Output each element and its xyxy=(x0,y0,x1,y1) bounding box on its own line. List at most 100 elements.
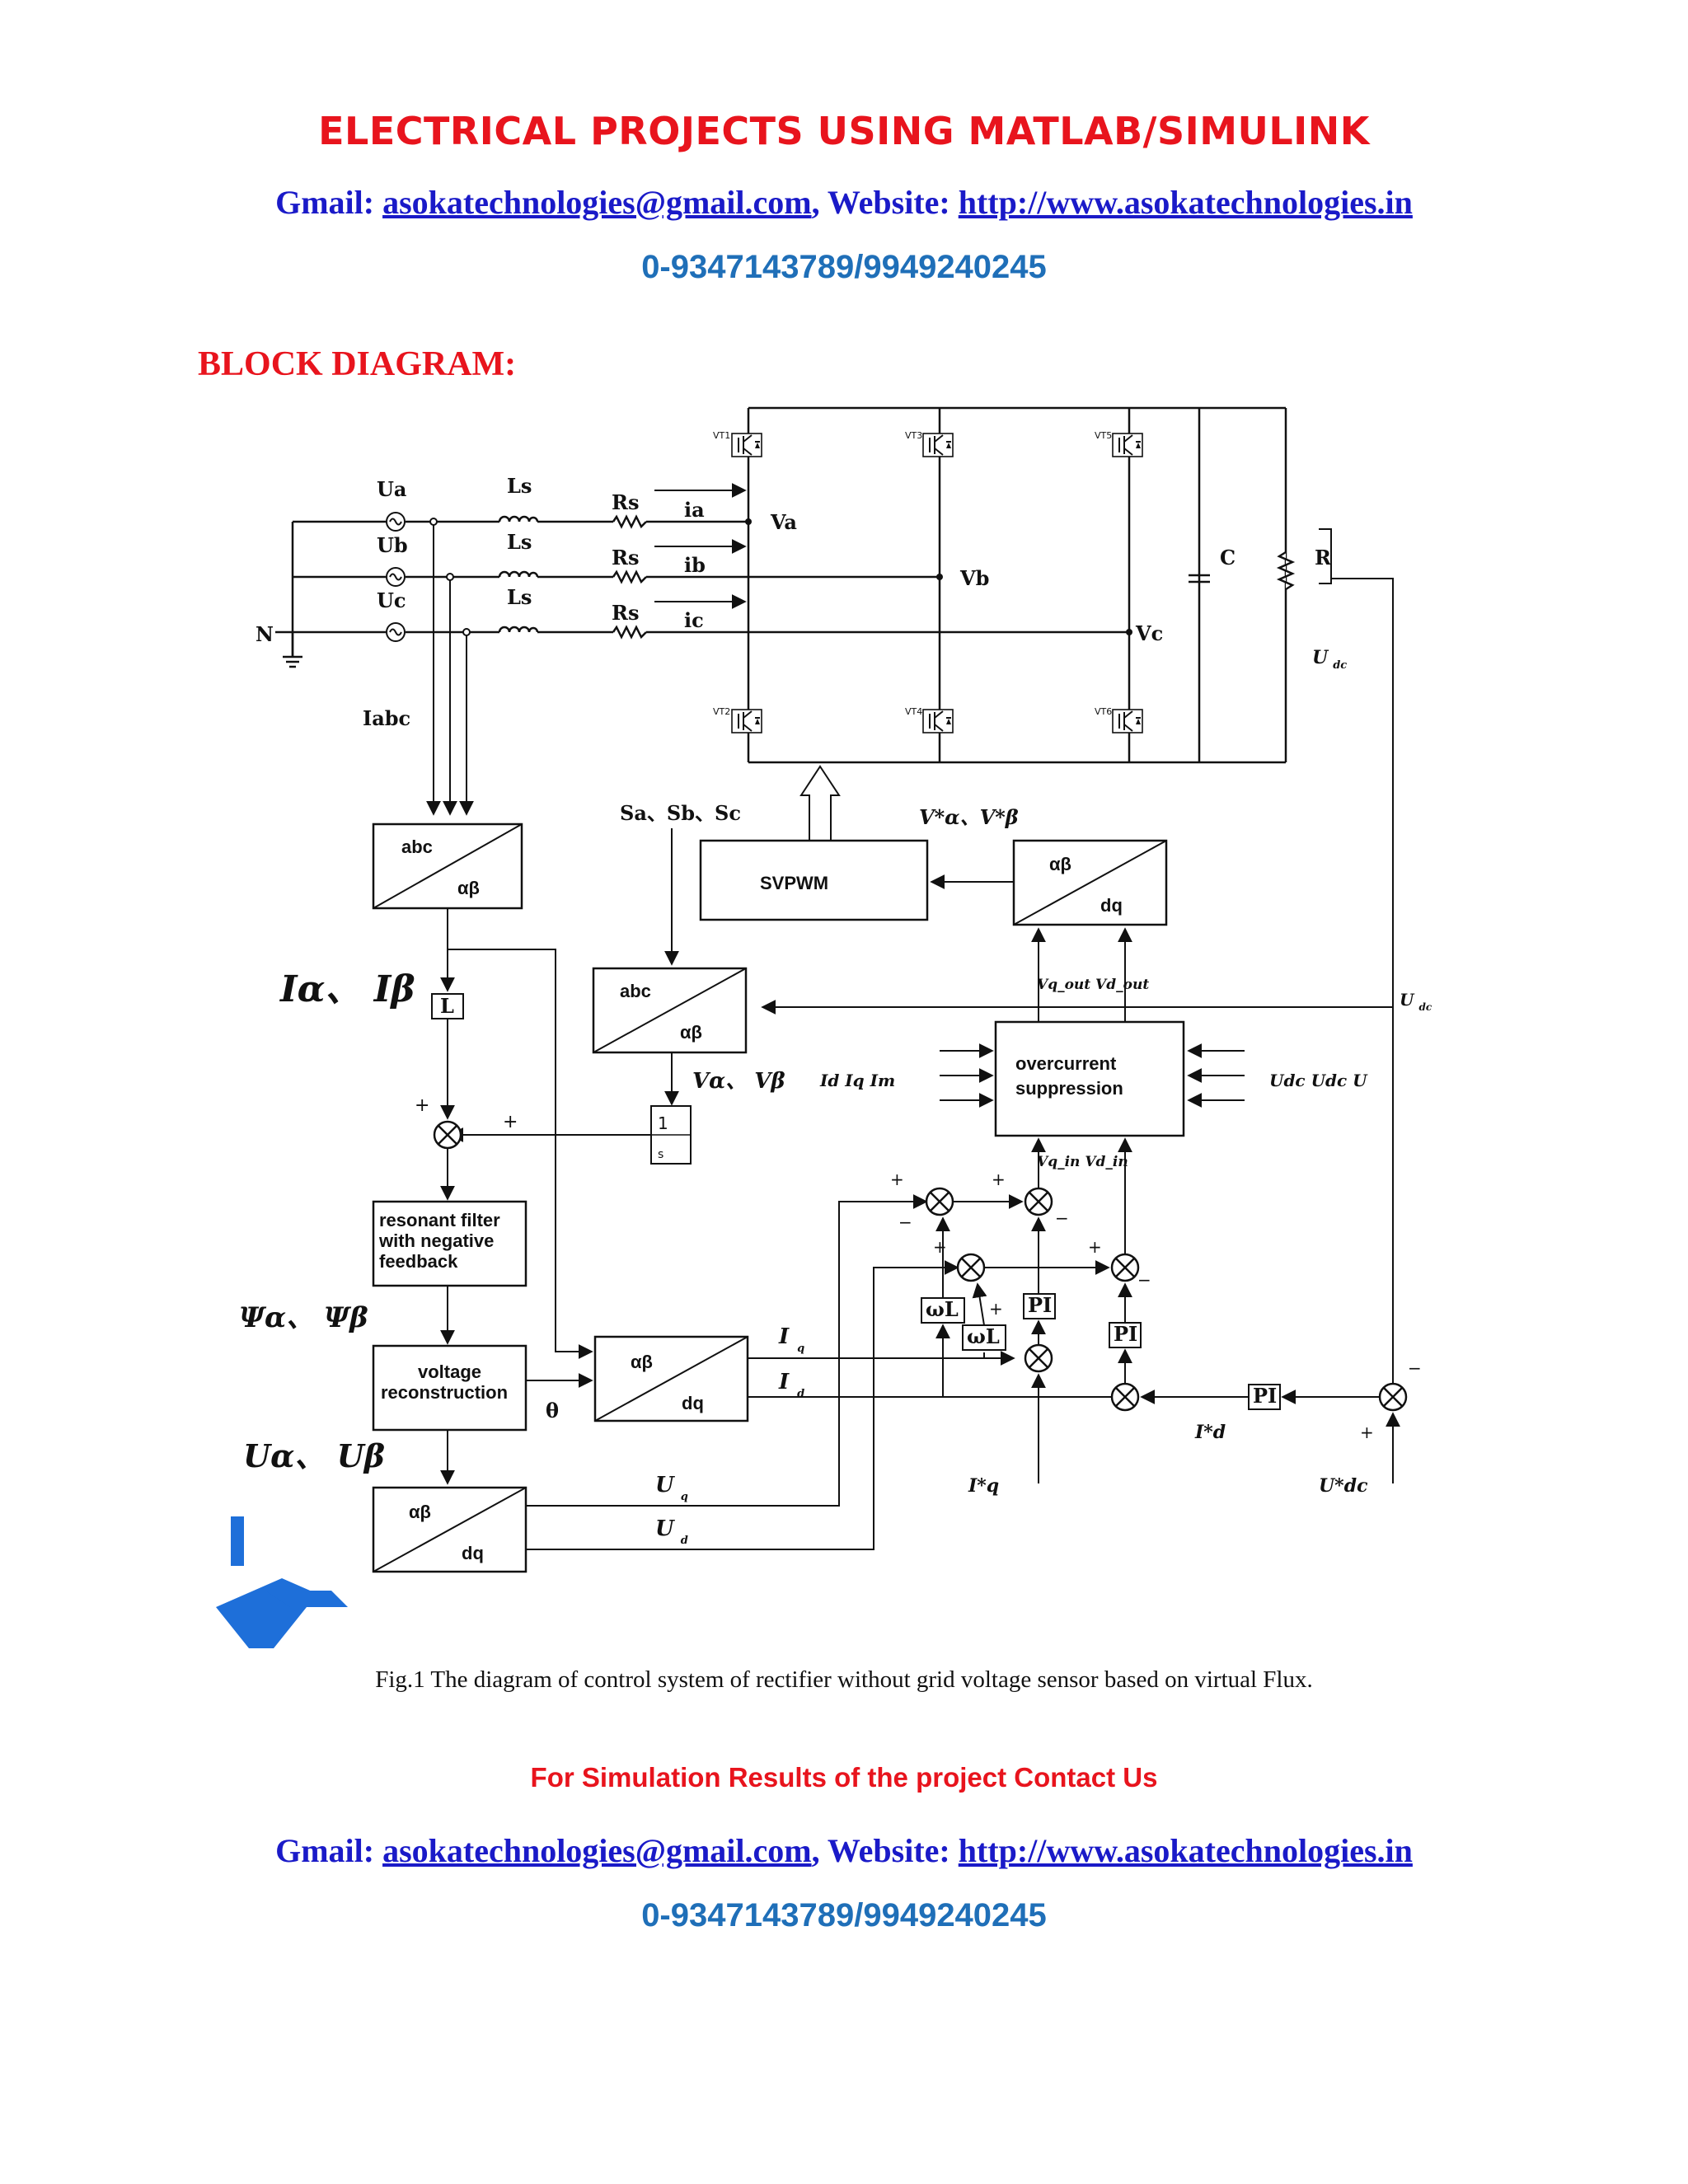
footer-contact-line: Gmail: asokatechnologies@gmail.com, Webs… xyxy=(0,1831,1688,1870)
id-ref-label: I*d xyxy=(1194,1422,1226,1443)
iq-ref-label: I*q xyxy=(968,1475,999,1497)
svg-text:+: + xyxy=(1360,1422,1374,1442)
pi-block-udc xyxy=(1248,1384,1281,1410)
gmail-link[interactable]: asokatechnologies@gmail.com xyxy=(382,184,812,221)
footer-gmail-link[interactable]: asokatechnologies@gmail.com xyxy=(382,1832,812,1869)
resonant-filter-block xyxy=(372,1200,528,1287)
theta-label: θ xyxy=(546,1399,559,1422)
svg-text:+: + xyxy=(890,1169,904,1189)
svg-text:1: 1 xyxy=(658,1113,668,1133)
svg-text:+: + xyxy=(503,1112,518,1132)
website-label: , Website: xyxy=(811,184,950,221)
svg-text:PI: PI xyxy=(1253,1384,1277,1408)
svg-text:abc: abc xyxy=(401,837,433,857)
svg-text:L: L xyxy=(440,994,454,1018)
svg-text:ωL: ωL xyxy=(926,1297,959,1321)
svg-text:dq: dq xyxy=(682,1393,704,1413)
svg-text:PI: PI xyxy=(1028,1293,1052,1317)
switch-vt3-label: VT3 xyxy=(905,430,922,441)
svg-text:αβ: αβ xyxy=(409,1502,431,1522)
svg-text:αβ: αβ xyxy=(631,1352,653,1372)
section-heading: BLOCK DIAGRAM: xyxy=(198,345,517,383)
svg-text:−: − xyxy=(898,1212,912,1232)
bridge-circuit xyxy=(747,406,1287,764)
switch-vt6-label: VT6 xyxy=(1095,706,1112,717)
svg-text:ωL: ωL xyxy=(967,1324,1000,1348)
current-inputs-label: Id Iq Im xyxy=(819,1071,895,1090)
vref-alphabeta-label: V*α、V*β xyxy=(919,805,1019,829)
phase-va-label: Va xyxy=(770,510,797,534)
resistor-rs-label-a: Rs xyxy=(612,490,639,514)
figure-caption: Fig.1 The diagram of control system of r… xyxy=(375,1666,1313,1693)
switch-vt5-label: VT5 xyxy=(1095,430,1112,441)
svg-text:abc: abc xyxy=(620,981,651,1001)
svg-text:feedback: feedback xyxy=(379,1251,458,1272)
inductor-label-b: Ls xyxy=(507,530,532,554)
pi-block-id xyxy=(1109,1322,1142,1348)
svg-text:αβ: αβ xyxy=(457,878,480,898)
header-phone: 0-9347143789/9949240245 xyxy=(641,249,1047,285)
current-ia-label: ia xyxy=(684,498,705,522)
inductor-label-c: Ls xyxy=(507,585,532,609)
website-link[interactable]: http://www.asokatechnologies.in xyxy=(958,184,1413,221)
resistor-symbol xyxy=(1276,551,1296,591)
udc-ref-label: U*dc xyxy=(1319,1475,1368,1497)
resistor-rs-label-c: Rs xyxy=(612,601,639,625)
neutral-label: N xyxy=(256,622,274,646)
svg-text:s: s xyxy=(658,1148,663,1161)
svpwm-block xyxy=(699,839,929,921)
svg-text:+: + xyxy=(992,1169,1006,1189)
svg-text:+: + xyxy=(415,1095,429,1116)
svg-text:dq: dq xyxy=(462,1543,484,1563)
svg-text:αβ: αβ xyxy=(680,1022,702,1043)
svpwm-label: SVPWM xyxy=(760,873,828,893)
svg-text:+: + xyxy=(989,1299,1003,1319)
footer-phone: 0-9347143789/9949240245 xyxy=(641,1897,1047,1933)
svg-text:resonant filter: resonant filter xyxy=(379,1210,500,1230)
switch-vt2-label: VT2 xyxy=(713,706,730,717)
source-uc-label: Uc xyxy=(377,588,406,612)
capacitor-symbol xyxy=(1189,574,1210,583)
phase-vc-label: Vc xyxy=(1135,621,1163,645)
source-ub-label: Ub xyxy=(377,533,408,557)
switch-vt1-label: VT1 xyxy=(713,430,730,441)
svg-text:overcurrent: overcurrent xyxy=(1015,1053,1117,1074)
svg-text:reconstruction: reconstruction xyxy=(381,1382,508,1403)
i-alphabeta-label: Iα、 Iβ xyxy=(279,968,415,1010)
svg-text:dq: dq xyxy=(1100,895,1123,916)
svg-text:αβ: αβ xyxy=(1049,854,1071,874)
voltage-inputs-label: Udc Udc U xyxy=(1269,1071,1368,1090)
svg-text:−: − xyxy=(1055,1208,1069,1228)
u-alphabeta-label: Uα、 Uβ xyxy=(243,1437,385,1474)
svg-text:with negative: with negative xyxy=(378,1230,494,1251)
switch-vt4-label: VT4 xyxy=(905,706,922,717)
page-title: ELECTRICAL PROJECTS USING MATLAB/SIMULIN… xyxy=(318,109,1370,153)
svg-text:voltage: voltage xyxy=(418,1361,481,1382)
footer-website-link[interactable]: http://www.asokatechnologies.in xyxy=(958,1832,1413,1869)
inductance-block xyxy=(431,993,464,1019)
psi-label: Ψα、 Ψβ xyxy=(239,1301,368,1334)
current-ib-label: ib xyxy=(684,553,706,577)
resistor-rs-label-b: Rs xyxy=(612,546,639,569)
svg-text:suppression: suppression xyxy=(1015,1078,1123,1099)
v-out-label: Vq_out Vd_out xyxy=(1037,977,1149,993)
resistor-label: R xyxy=(1315,546,1332,569)
voltage-reconstruction-block xyxy=(372,1344,528,1432)
gmail-label: Gmail: xyxy=(275,184,375,221)
current-ic-label: ic xyxy=(684,608,704,632)
iabc-label: Iabc xyxy=(363,706,410,730)
svg-text:+: + xyxy=(933,1237,947,1257)
company-logo-icon xyxy=(216,1516,348,1648)
footer-website-label: , Website: xyxy=(811,1832,950,1869)
svg-text:−: − xyxy=(1137,1270,1151,1290)
pi-block-iq xyxy=(1023,1293,1056,1319)
phase-vb-label: Vb xyxy=(959,566,989,590)
footer-gmail-label: Gmail: xyxy=(275,1832,375,1869)
capacitor-label: C xyxy=(1220,546,1236,569)
